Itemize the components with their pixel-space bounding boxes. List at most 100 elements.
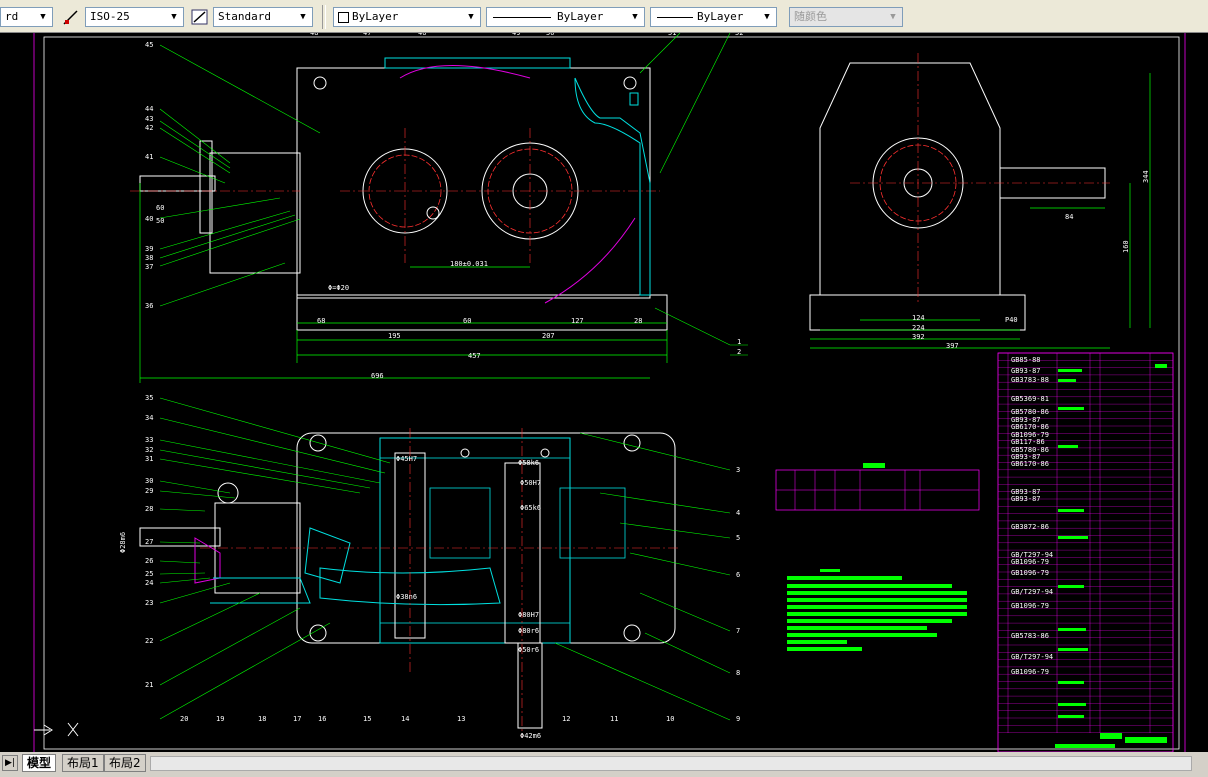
input-cover (209, 152, 301, 274)
tab-layout1[interactable]: 布局1 (62, 754, 104, 772)
bolt-hole (426, 206, 440, 220)
callout: 28 (145, 505, 153, 513)
lineweight-dropdown[interactable]: ByLayer ▼ (650, 7, 777, 27)
side-housing (819, 62, 1001, 296)
part-code: GB/T297-94 (1011, 588, 1053, 596)
part-code: GB1096-79 (1011, 668, 1049, 676)
part-code: GB93-87 (1011, 488, 1041, 496)
text-style-icon[interactable] (191, 8, 209, 26)
callout: 37 (145, 263, 153, 271)
dim-label: Φ58k6 (518, 459, 539, 467)
part-code: GB5369-81 (1011, 395, 1049, 403)
part-code: GB117-86 (1011, 438, 1045, 446)
dim-label: 127 (571, 317, 584, 325)
callout: 3 (736, 466, 740, 474)
callout: 50 (546, 33, 554, 37)
linetype-value: ByLayer (557, 10, 604, 23)
callout: 15 (363, 715, 371, 723)
flange (199, 140, 213, 234)
callout: 35 (145, 394, 153, 402)
callout: 51 (668, 33, 676, 37)
housing-base (296, 294, 668, 331)
color-dropdown[interactable]: ByLayer ▼ (333, 7, 481, 27)
drawing-frame (43, 36, 1180, 750)
chevron-down-icon: ▼ (632, 12, 638, 22)
callout: 19 (216, 715, 224, 723)
gear-section (559, 487, 626, 559)
plan-view: 35 34 33 32 31 30 29 28 27 26 25 24 23 2… (119, 394, 740, 740)
callout: 6 (736, 571, 740, 579)
part-code: GB85-88 (1011, 356, 1041, 364)
side-view: 344 160 84 124 224 P40 392 397 (809, 53, 1151, 350)
gear-section (429, 487, 491, 559)
filled-cells (1055, 364, 1167, 748)
chevron-down-icon: ▼ (764, 12, 770, 22)
horizontal-scrollbar[interactable] (150, 756, 1192, 771)
part-code: GB6170-86 (1011, 460, 1049, 468)
callout: 18 (258, 715, 266, 723)
part-code: GB93-87 (1011, 416, 1041, 424)
part-code: GB93-87 (1011, 495, 1041, 503)
shaft-ext (517, 642, 543, 729)
dim-label: Φ38n6 (396, 593, 417, 601)
dim-label: 344 (1142, 170, 1150, 183)
tab-model[interactable]: 模型 (22, 754, 57, 772)
layout-tab-bar: ▶| 模型 布局1 布局2 (0, 752, 1208, 777)
callout: 24 (145, 579, 153, 587)
dim-label: 60 (156, 204, 164, 212)
callout: 34 (145, 414, 153, 422)
callout: 46 (418, 33, 426, 37)
dim-label: 60 (463, 317, 471, 325)
dimstyle-dropdown[interactable]: ISO-25 ▼ (85, 7, 184, 27)
callout: 9 (736, 715, 740, 723)
dim-label: Φ50H7 (520, 479, 541, 487)
properties-toolbar: rd ▼ ISO-25 ▼ Standard ▼ ByLayer ▼ ByLay… (0, 0, 1208, 33)
callout: 44 (145, 105, 153, 113)
dim-label: 207 (542, 332, 555, 340)
dimension-style-icon[interactable] (62, 8, 80, 26)
linetype-dropdown[interactable]: ByLayer ▼ (486, 7, 645, 27)
callout: 36 (145, 302, 153, 310)
callout: 23 (145, 599, 153, 607)
part-code: GB5780-86 (1011, 446, 1049, 454)
breakout-line (399, 65, 531, 79)
textstyle-dropdown[interactable]: Standard ▼ (213, 7, 313, 27)
chevron-down-icon: ▼ (40, 12, 46, 22)
plan-leaders (159, 397, 731, 721)
technical-requirements (787, 569, 967, 651)
callout: 12 (562, 715, 570, 723)
callout: 4 (736, 509, 740, 517)
cad-drawing: 68 195 60 207 127 28 457 696 180±0.031 Φ… (33, 29, 1186, 753)
callout: 22 (145, 637, 153, 645)
callout: 38 (145, 254, 153, 262)
parts-rows (998, 352, 1173, 733)
bevel-pinion (304, 527, 351, 584)
callout: 11 (610, 715, 618, 723)
lineweight-preview-icon (657, 17, 693, 18)
part-code: GB1096-79 (1011, 602, 1049, 610)
callout: 27 (145, 538, 153, 546)
drawing-canvas[interactable]: 68 195 60 207 127 28 457 696 180±0.031 Φ… (0, 29, 1208, 753)
part-code: GB/T297-94 (1011, 653, 1053, 661)
tab-layout2[interactable]: 布局2 (104, 754, 146, 772)
dim-label: 180±0.031 (450, 260, 488, 268)
color-value: ByLayer (352, 10, 399, 23)
tab-first-icon[interactable]: ▶| (2, 755, 18, 771)
breakout-line (544, 217, 636, 304)
chevron-down-icon: ▼ (300, 12, 306, 22)
part-code: GB93-87 (1011, 367, 1041, 375)
plan-hatch (379, 437, 571, 644)
callout: 26 (145, 557, 153, 565)
dimstyle-value: ISO-25 (90, 10, 130, 23)
callout: 8 (736, 669, 740, 677)
dim-label: 457 (468, 352, 481, 360)
dim-label: Φ65k6 (520, 504, 541, 512)
dim-label: Φ=Φ20 (328, 284, 349, 292)
callout: 47 (363, 33, 371, 37)
dim-label: 28 (634, 317, 642, 325)
layer-dropdown[interactable]: rd ▼ (0, 7, 53, 27)
part-code: GB6170-86 (1011, 423, 1049, 431)
technical-data-table (775, 463, 980, 511)
chevron-down-icon: ▼ (171, 12, 177, 22)
callout: 41 (145, 153, 153, 161)
